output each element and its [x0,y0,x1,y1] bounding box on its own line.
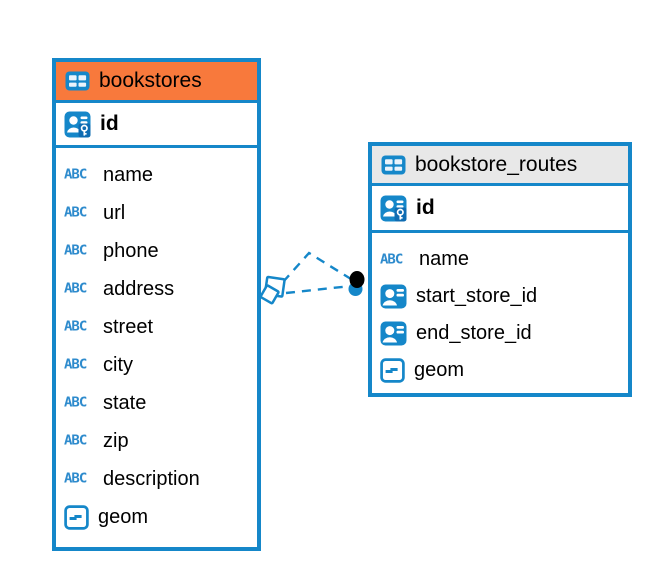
column-row-id[interactable]: id [372,186,628,233]
table-bookstore-routes[interactable]: bookstore_routes id ABC name start_store_… [368,142,632,397]
abc-text-type-icon: ABC [64,395,87,411]
column-name: description [103,467,200,490]
geometry-type-icon [64,504,89,530]
column-name: city [103,353,133,376]
abc-text-type-icon: ABC [64,167,87,183]
column-row-url[interactable]: ABC url [64,194,249,232]
column-row-end_store_id[interactable]: end_store_id [380,315,620,352]
column-name: end_store_id [416,322,532,344]
column-name: address [103,277,175,300]
relation-many-marker[interactable] [259,275,286,305]
table-header-bookstore-routes[interactable]: bookstore_routes [372,146,628,186]
column-row-description[interactable]: ABC description [64,460,249,498]
column-row-start_store_id[interactable]: start_store_id [380,278,620,315]
column-row-city[interactable]: ABC city [64,346,249,384]
column-row-name[interactable]: ABC name [64,156,249,194]
column-name: geom [414,359,465,381]
table-icon [381,155,406,175]
abc-text-type-icon: ABC [64,433,87,449]
column-row-zip[interactable]: ABC zip [64,422,249,460]
abc-text-type-icon: ABC [64,319,87,335]
column-list: ABC name start_store_id end_store_id geom [372,233,628,393]
relation-line-upper[interactable] [282,251,352,283]
person-reference-icon [380,321,407,346]
relation-line-lower[interactable] [285,284,352,295]
column-row-street[interactable]: ABC street [64,308,249,346]
relation-one-marker[interactable] [348,271,365,296]
person-reference-icon [380,284,407,309]
table-title: bookstore_routes [415,152,578,176]
primary-key-person-icon [64,111,91,138]
primary-key-person-icon [380,195,407,222]
column-row-phone[interactable]: ABC phone [64,232,249,270]
column-row-geom[interactable]: geom [380,352,620,389]
column-name: phone [103,239,159,262]
abc-text-type-icon: ABC [64,281,87,297]
column-name: geom [98,505,149,528]
column-row-id[interactable]: id [56,103,257,148]
geometry-type-icon [380,358,405,383]
column-name: state [103,391,147,414]
abc-text-type-icon: ABC [64,205,87,221]
column-name: name [419,248,470,270]
abc-text-type-icon: ABC [64,243,87,259]
table-title: bookstores [99,69,202,92]
abc-text-type-icon: ABC [380,252,403,267]
column-name: url [103,201,126,224]
abc-text-type-icon: ABC [64,357,87,373]
column-row-geom[interactable]: geom [64,498,249,536]
column-name: zip [103,429,129,452]
column-name: id [100,112,119,135]
column-name: street [103,315,154,338]
column-name: id [416,196,435,219]
table-header-bookstores[interactable]: bookstores [56,62,257,103]
table-icon [65,71,90,91]
column-row-state[interactable]: ABC state [64,384,249,422]
column-name: start_store_id [416,285,538,307]
abc-text-type-icon: ABC [64,471,87,487]
column-row-name[interactable]: ABC name [380,241,620,278]
column-row-address[interactable]: ABC address [64,270,249,308]
column-name: name [103,163,154,186]
